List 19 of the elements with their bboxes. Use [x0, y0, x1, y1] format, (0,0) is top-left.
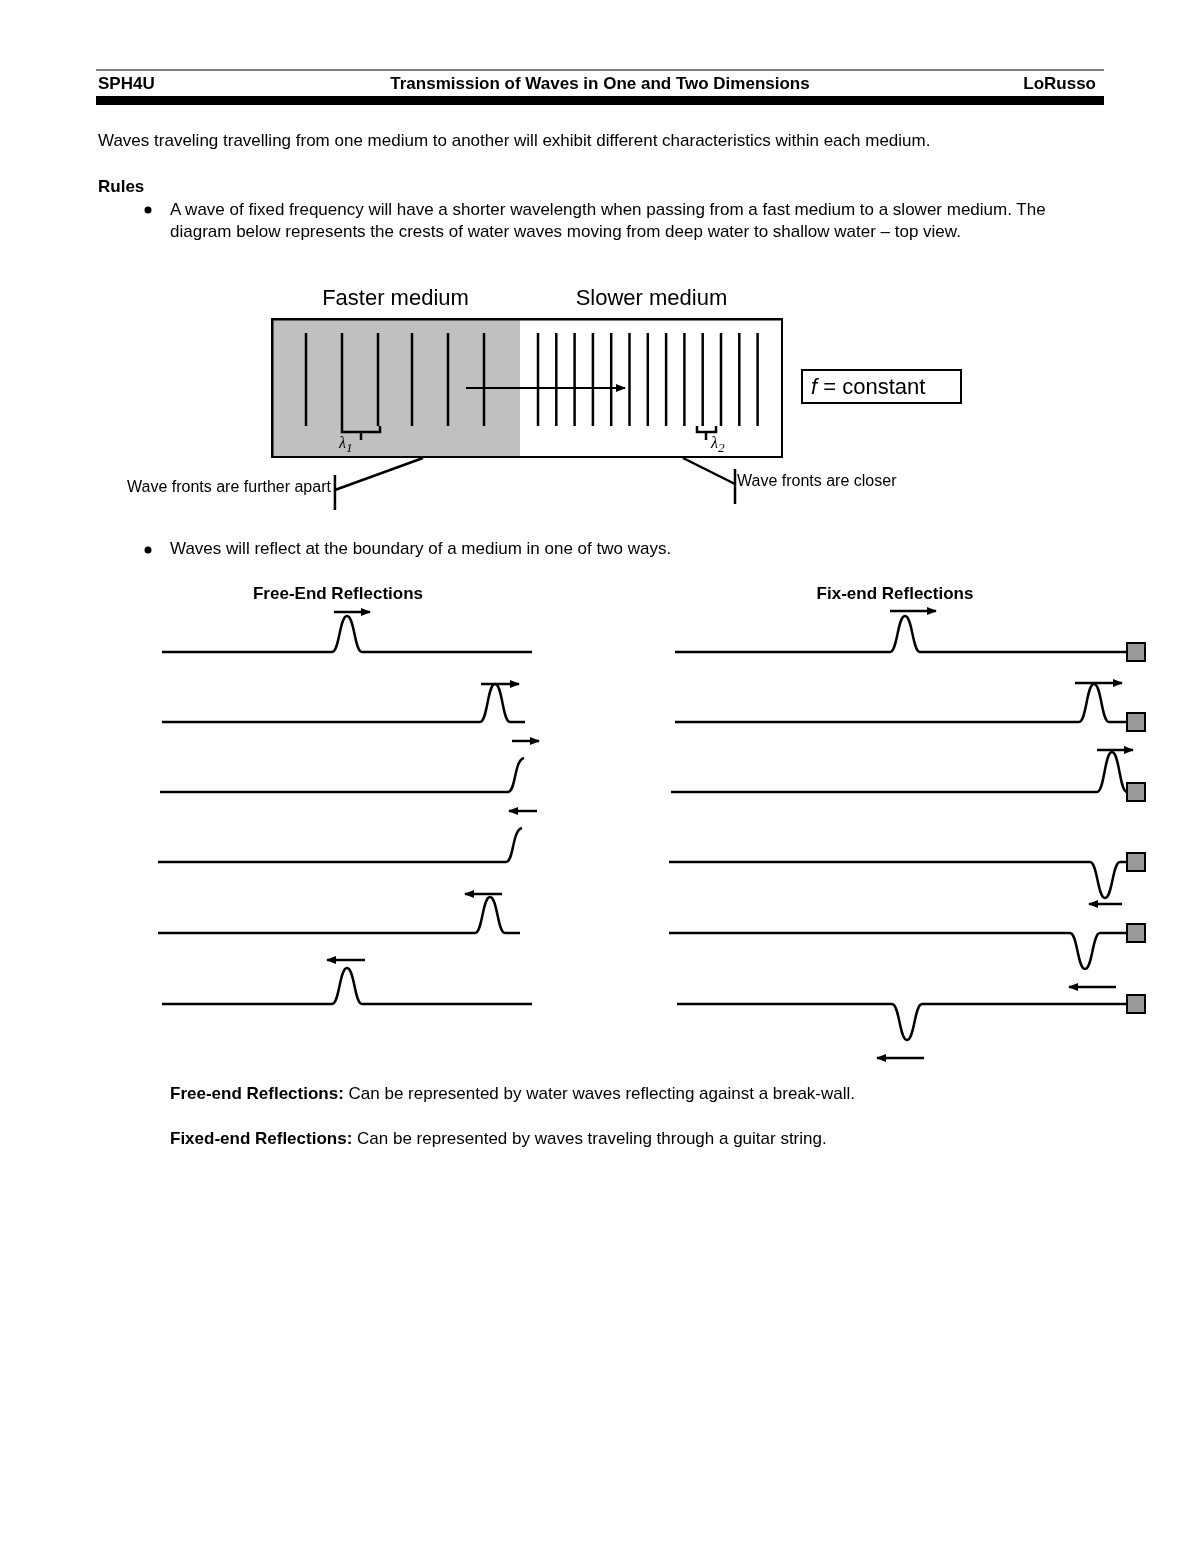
page-title: Transmission of Waves in One and Two Dimensions: [389, 73, 811, 95]
wavelength-symbol: λ$_{2}$: [711, 433, 725, 458]
frequency-box: f = constant: [801, 369, 962, 404]
annotation-text: Wave fronts are closer: [737, 472, 899, 494]
arrow: [465, 384, 626, 392]
diagram-heading: Fix-end Reflections: [815, 583, 975, 605]
course-code: SPH4U: [98, 73, 155, 95]
annotation-text: Wave fronts are further apart: [127, 478, 333, 500]
intro-text: Waves traveling travelling from one medium to another will exhibit different characteristics within each medium.: [98, 130, 932, 152]
section-heading: Rules: [98, 176, 145, 198]
leader-line: [681, 456, 737, 506]
note-text: Fixed-end Reflections: Can be represented by waves traveling through a guitar string.: [170, 1128, 828, 1150]
diagram-heading: Free-End Reflections: [251, 583, 424, 605]
note-text: Free-end Reflections: Can be represented by water waves reflecting against a break-wall.: [170, 1083, 857, 1105]
leader-line: [333, 456, 425, 512]
rule-text: Waves will reflect at the boundary of a medium in one of two ways.: [170, 538, 673, 560]
author-name: LoRusso: [1022, 73, 1096, 95]
rule-text: A wave of fixed frequency will have a shorter wavelength when passing from a fast medium to a slower medium. The diagram below represents the crests of water waves moving from deep water to shallow water – top view.: [170, 199, 1047, 243]
wavelength-symbol: λ$_{1}$: [339, 433, 353, 458]
